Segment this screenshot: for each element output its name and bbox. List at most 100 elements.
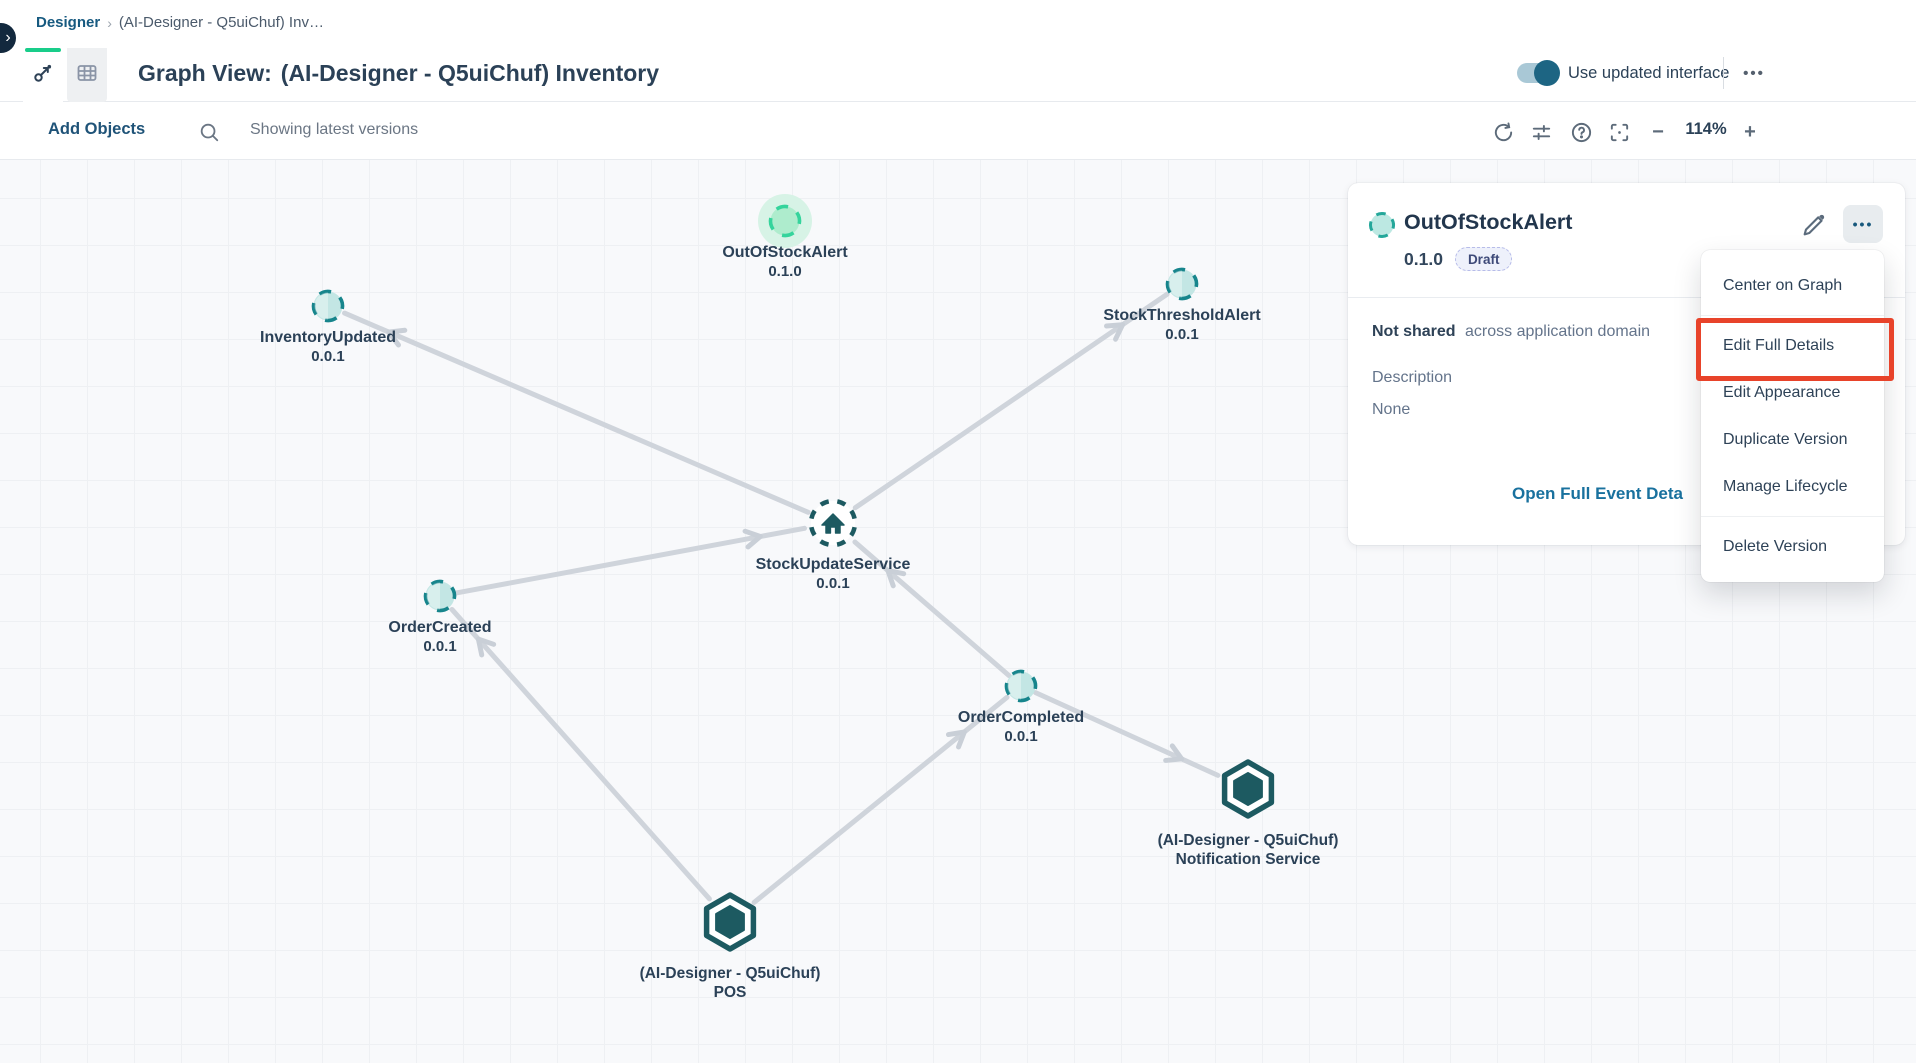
edge-stock-update-service-to-inventory-updated [342,310,811,515]
breadcrumb: Designer › (AI-Designer - Q5uiChuf) Inv… [36,14,324,31]
search-button[interactable] [196,119,222,145]
help-button[interactable] [1568,119,1594,145]
status-badge: Draft [1454,247,1513,271]
edge-order-created-to-stock-update-service [453,525,807,596]
node-label-line2: POS [713,984,747,1001]
edit-button[interactable] [1800,211,1828,239]
node-name: StockUpdateService [755,556,911,573]
graph-view-icon [31,61,55,90]
shared-status-rest: across application domain [1465,323,1651,340]
menu-item-manage-lifecycle[interactable]: Manage Lifecycle [1723,477,1848,495]
status-text: Showing latest versions [250,121,419,138]
breadcrumb-chevron-icon: › [107,14,112,31]
edge-arrowhead [475,636,497,658]
sliders-icon [1532,124,1550,140]
description-label: Description [1372,369,1453,386]
open-full-event-details-link[interactable]: Open Full Event Deta [1512,484,1683,503]
ellipsis-icon: ••• [1852,216,1874,232]
edge-order-completed-to-notification-service [1033,690,1221,778]
shared-status-bold: Not shared [1372,323,1456,340]
menu-item-edit-appearance[interactable]: Edit Appearance [1723,383,1841,401]
event-node-icon [1004,669,1038,703]
toggle-label: Use updated interface [1568,64,1730,82]
edge-arrowhead [742,528,763,550]
panel-version: 0.1.0 [1404,248,1443,269]
refresh-button[interactable] [1490,119,1516,145]
application-node-icon [1221,759,1275,819]
node-label: (AI-Designer - Q5uiChuf) POS [640,964,821,1002]
node-name: OutOfStockAlert [722,244,848,261]
panel-more-button[interactable]: ••• [1843,205,1883,243]
event-node-icon [768,204,802,238]
edge-arrowhead [1163,743,1185,763]
refresh-icon [1494,122,1512,141]
toggle-knob [1534,60,1560,86]
fit-view-icon [1610,123,1628,141]
zoom-out-button[interactable]: − [1652,120,1664,143]
node-label-line1: (AI-Designer - Q5uiChuf) [1157,832,1339,849]
node-name: StockThresholdAlert [1103,307,1261,324]
event-node-icon [311,289,345,323]
panel-version-row: 0.1.0 Draft [1404,247,1513,271]
service-node-icon [808,498,858,548]
tab-graph-view[interactable] [23,48,63,102]
application-node-icon [703,892,757,952]
edge-arrowhead [885,568,907,589]
header-divider [1723,57,1724,89]
event-node-icon [1368,211,1396,244]
node-label-line2: Notification Service [1175,851,1321,868]
description-value: None [1372,401,1411,418]
node-label-line1: (AI-Designer - Q5uiChuf) [639,965,821,982]
table-view-icon [75,61,99,90]
event-node-icon [1165,267,1199,301]
edge-arrowhead [945,729,967,750]
node-label: (AI-Designer - Q5uiChuf) Notification Ser… [1158,831,1339,869]
edge-stock-update-service-to-stock-threshold-alert [852,291,1170,511]
node-name: InventoryUpdated [259,329,397,346]
page-title-name: (AI-Designer - Q5uiChuf) Inventory [280,59,660,86]
use-updated-interface-toggle[interactable] [1517,60,1560,86]
search-icon [200,123,219,142]
edge-pos-to-order-created [449,606,712,902]
shared-status: Not shared across application domain [1372,323,1650,341]
node-label: OutOfStockAlert 0.1.0 [722,243,847,281]
node-version: 0.0.1 [423,638,457,655]
page-title-prefix: Graph View: [138,59,272,86]
menu-item-duplicate-version[interactable]: Duplicate Version [1723,430,1848,448]
panel-divider [1348,297,1905,298]
edge-arrowhead [386,327,408,348]
add-objects-button[interactable]: Add Objects [48,120,146,138]
event-node-icon [423,579,457,613]
menu-item-center-on-graph[interactable]: Center on Graph [1723,276,1843,294]
edge-arrowhead [1104,322,1126,342]
zoom-level: 114% [1685,120,1727,138]
expand-sidebar-button[interactable]: › [0,23,16,53]
node-version: 0.0.1 [1165,326,1199,343]
node-label: StockThresholdAlert 0.0.1 [1103,306,1260,344]
header-more-button[interactable]: ••• [1734,58,1774,88]
menu-item-delete-version[interactable]: Delete Version [1723,537,1828,555]
tab-table-view[interactable] [67,48,107,102]
header: › Designer › (AI-Designer - Q5uiChuf) In… [0,0,1916,102]
chevron-right-icon: › [5,29,11,46]
filter-settings-button[interactable] [1528,119,1554,145]
node-version: 0.1.0 [768,263,802,280]
node-name: OrderCreated [388,619,492,636]
node-version: 0.0.1 [816,575,850,592]
zoom-in-button[interactable]: + [1744,120,1756,143]
page-title: Graph View: (AI-Designer - Q5uiChuf) Inv… [138,58,659,88]
menu-item-edit-full-details[interactable]: Edit Full Details [1723,336,1835,354]
edge-layer [342,291,1221,905]
menu-divider [1701,516,1884,517]
node-name: OrderCompleted [957,709,1085,726]
node-label: OrderCreated 0.0.1 [388,618,491,656]
breadcrumb-designer-link[interactable]: Designer [36,14,101,31]
help-icon [1571,122,1591,142]
pencil-icon [1803,214,1825,236]
menu-divider [1701,315,1884,316]
fit-view-button[interactable] [1606,119,1632,145]
